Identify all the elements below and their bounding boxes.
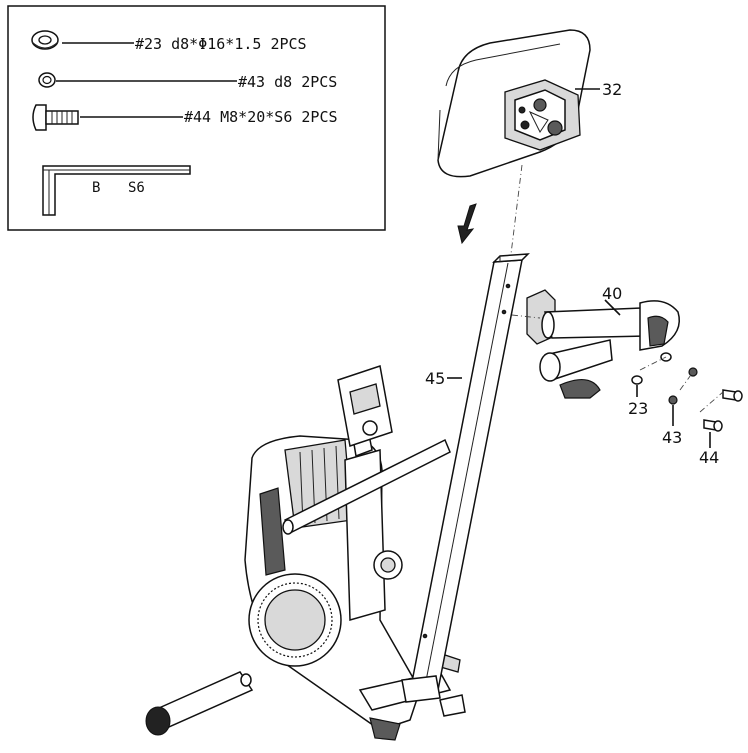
callout-43: 43 bbox=[662, 428, 682, 447]
rail-part bbox=[401, 253, 530, 703]
handlebar-hardware bbox=[631, 352, 743, 432]
bolt-icon bbox=[32, 104, 79, 131]
tool-size: S6 bbox=[128, 180, 145, 196]
callout-44: 44 bbox=[699, 448, 719, 467]
hardware-item-43: #43 d8 2PCS bbox=[238, 73, 337, 91]
washer-icon bbox=[31, 30, 59, 50]
rower-frame bbox=[145, 365, 466, 741]
hardware-item-23: #23 d8*Φ16*1.5 2PCS bbox=[135, 35, 307, 53]
callout-23: 23 bbox=[628, 399, 648, 418]
callout-32: 32 bbox=[602, 80, 622, 99]
hardware-item-44: #44 M8*20*S6 2PCS bbox=[184, 108, 338, 126]
spring-washer-icon bbox=[38, 72, 56, 88]
tool-letter: B bbox=[92, 180, 100, 196]
hardware-box: #23 d8*Φ16*1.5 2PCS #43 d8 2PCS #44 M8*2… bbox=[7, 5, 386, 231]
callout-40: 40 bbox=[602, 284, 622, 303]
handlebar-part bbox=[526, 289, 680, 399]
seat-part bbox=[437, 29, 591, 178]
down-arrow-icon bbox=[457, 203, 477, 245]
allen-key-icon bbox=[42, 165, 191, 216]
callout-45: 45 bbox=[425, 369, 445, 388]
